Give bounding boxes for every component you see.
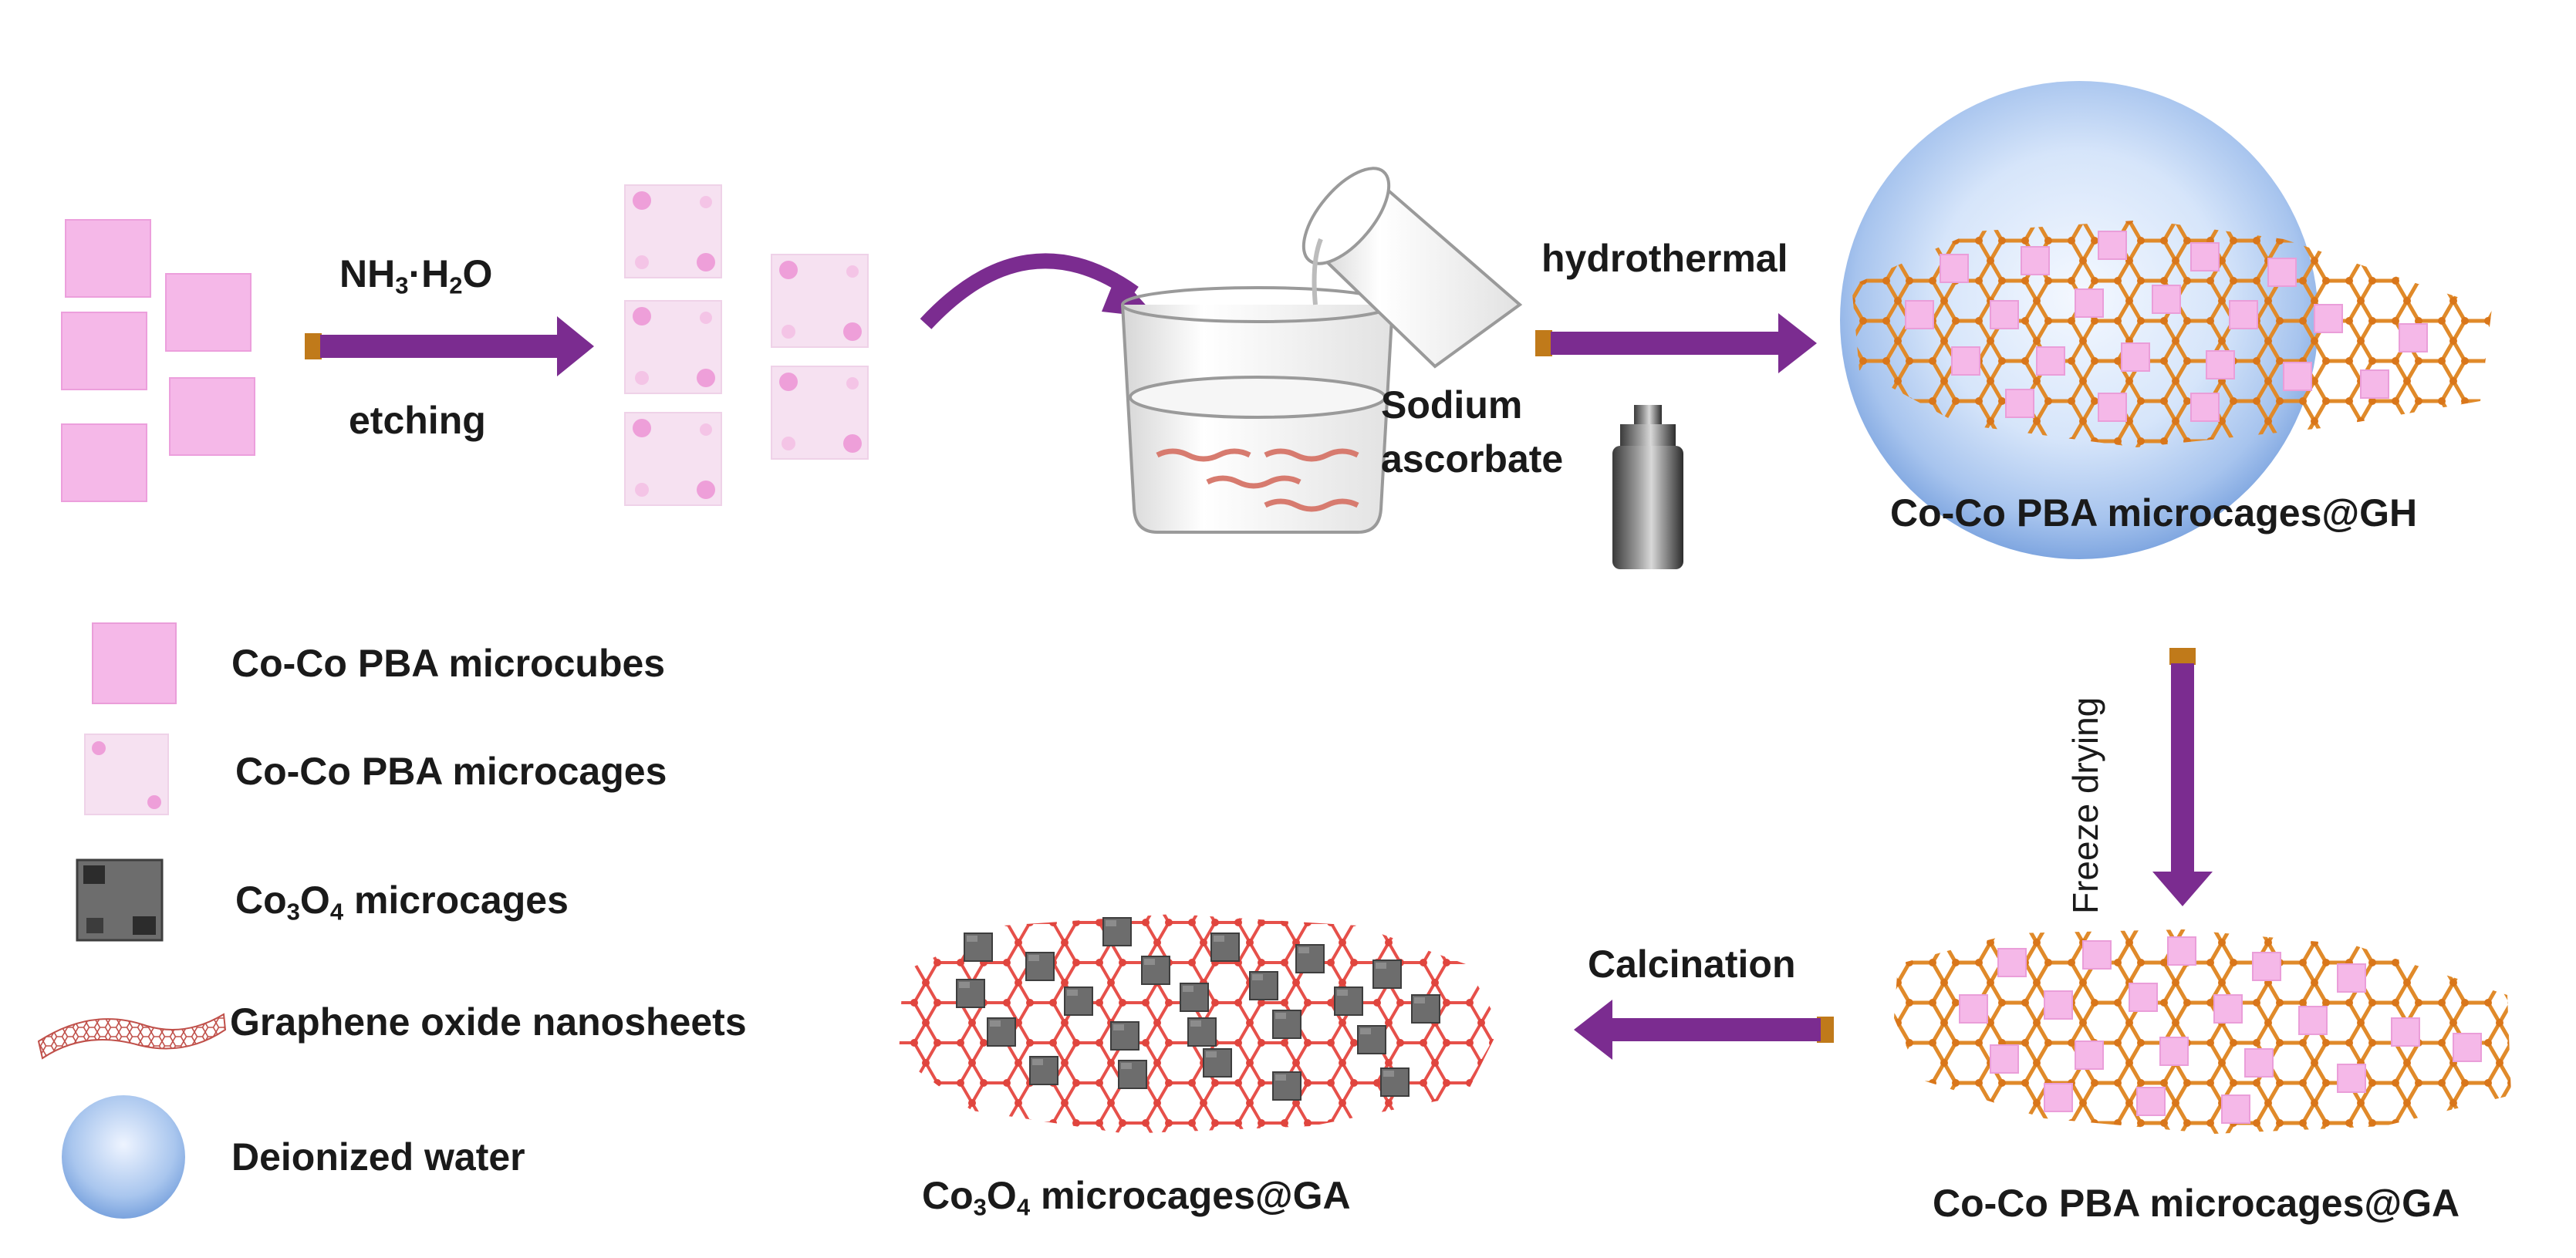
legend-microcages-label: Co-Co PBA microcages [235, 750, 667, 793]
co3o4-ga-product-label: Co3O4 microcages@GA [922, 1174, 1351, 1221]
co3o4-ga-graphene-sheet [899, 914, 1501, 1134]
gh-product-label: Co-Co PBA microcages@GH [1890, 491, 2418, 535]
etching-reagent-label: NH3·H2O [339, 252, 493, 299]
ga-product-label: Co-Co PBA microcages@GA [1933, 1182, 2460, 1225]
sodium-label: Sodium [1381, 383, 1523, 427]
hydrothermal-label: hydrothermal [1541, 237, 1788, 280]
freeze-drying-arrow [2152, 648, 2213, 906]
legend-graphene-oxide-label: Graphene oxide nanosheets [230, 1000, 747, 1044]
legend-graphene-oxide-icon [37, 1013, 227, 1060]
ga-graphene-sheet [1894, 929, 2511, 1134]
freeze-drying-label: Freeze drying [2065, 696, 2105, 914]
legend-microcage-icon [84, 734, 169, 815]
ascorbate-label: ascorbate [1381, 437, 1564, 481]
legend-water-label: Deionized water [231, 1135, 525, 1179]
calcination-label: Calcination [1588, 943, 1796, 986]
legend-microcube-icon [92, 622, 177, 704]
legend-water-icon [62, 1095, 185, 1219]
etching-arrow [305, 316, 594, 376]
gh-graphene-sheet [1852, 220, 2492, 447]
legend-microcubes-label: Co-Co PBA microcubes [231, 642, 666, 685]
pouring-cup-icon [1302, 167, 1523, 369]
microcages-group [624, 184, 869, 506]
etching-label: etching [349, 399, 486, 442]
autoclave-icon [1612, 405, 1683, 569]
beaker-icon [1121, 286, 1394, 534]
calcination-arrow [1574, 1000, 1834, 1060]
hydrothermal-arrow [1535, 313, 1817, 373]
microcubes-group [61, 219, 255, 502]
legend-co3o4-label: Co3O4 microcages [235, 879, 569, 926]
legend-co3o4-icon [76, 858, 164, 942]
